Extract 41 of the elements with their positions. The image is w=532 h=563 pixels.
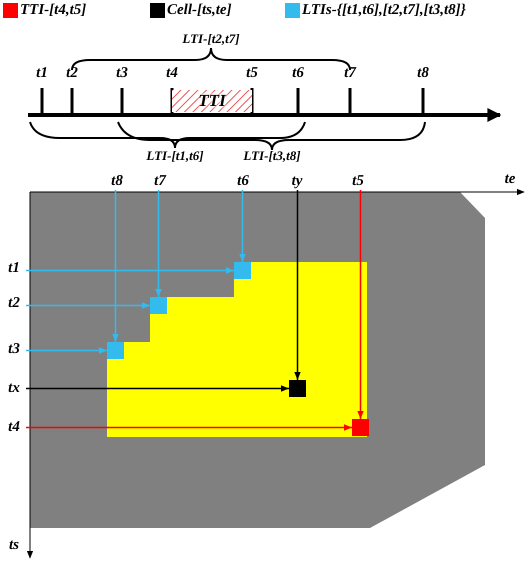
cell-marker xyxy=(107,342,124,359)
interval-label: LTI-[t3,t8] xyxy=(242,147,302,165)
tick-label: t2 xyxy=(65,64,79,82)
time-label: t3 xyxy=(2,340,26,358)
arrow xyxy=(112,190,119,342)
tick-label: t4 xyxy=(165,64,179,82)
tick-label: t6 xyxy=(291,64,305,82)
tick-label: t8 xyxy=(416,64,430,82)
arrow xyxy=(155,190,162,297)
time-label: t1 xyxy=(2,259,26,277)
time-label: tx xyxy=(2,379,26,397)
arrow xyxy=(26,385,289,392)
legend-label: TTI-[t4,t5] xyxy=(20,1,86,19)
cell-marker xyxy=(234,262,251,279)
tick-label: t5 xyxy=(245,64,259,82)
arrow xyxy=(239,190,246,262)
time-label: t8 xyxy=(106,172,128,190)
time-label: t2 xyxy=(2,294,26,312)
arrow xyxy=(294,190,301,380)
arrow xyxy=(26,302,150,309)
legend-label: LTIs-{[t1,t6],[t2,t7],[t3,t8]} xyxy=(302,1,466,19)
time-label: t4 xyxy=(2,418,26,436)
legend-label: Cell-[ts,te] xyxy=(167,1,232,19)
tick-label: t3 xyxy=(115,64,129,82)
tick-label: t7 xyxy=(343,64,358,82)
time-label: t5 xyxy=(347,172,369,190)
axis-label: te xyxy=(504,170,516,188)
interval-label: LTI-[t1,t6] xyxy=(145,147,205,165)
arrow xyxy=(26,267,234,274)
arrow xyxy=(26,424,352,431)
axis-label: ts xyxy=(8,536,20,554)
tick-label: t1 xyxy=(35,64,49,82)
arrow xyxy=(26,347,107,354)
time-label: t6 xyxy=(232,172,254,190)
arrow xyxy=(357,190,364,419)
time-label: t7 xyxy=(149,172,171,190)
cell-marker xyxy=(150,297,167,314)
cell-marker xyxy=(289,380,306,397)
time-label: ty xyxy=(286,172,308,190)
cell-marker xyxy=(352,419,369,436)
interval-label: LTI-[t2,t7] xyxy=(181,30,241,48)
